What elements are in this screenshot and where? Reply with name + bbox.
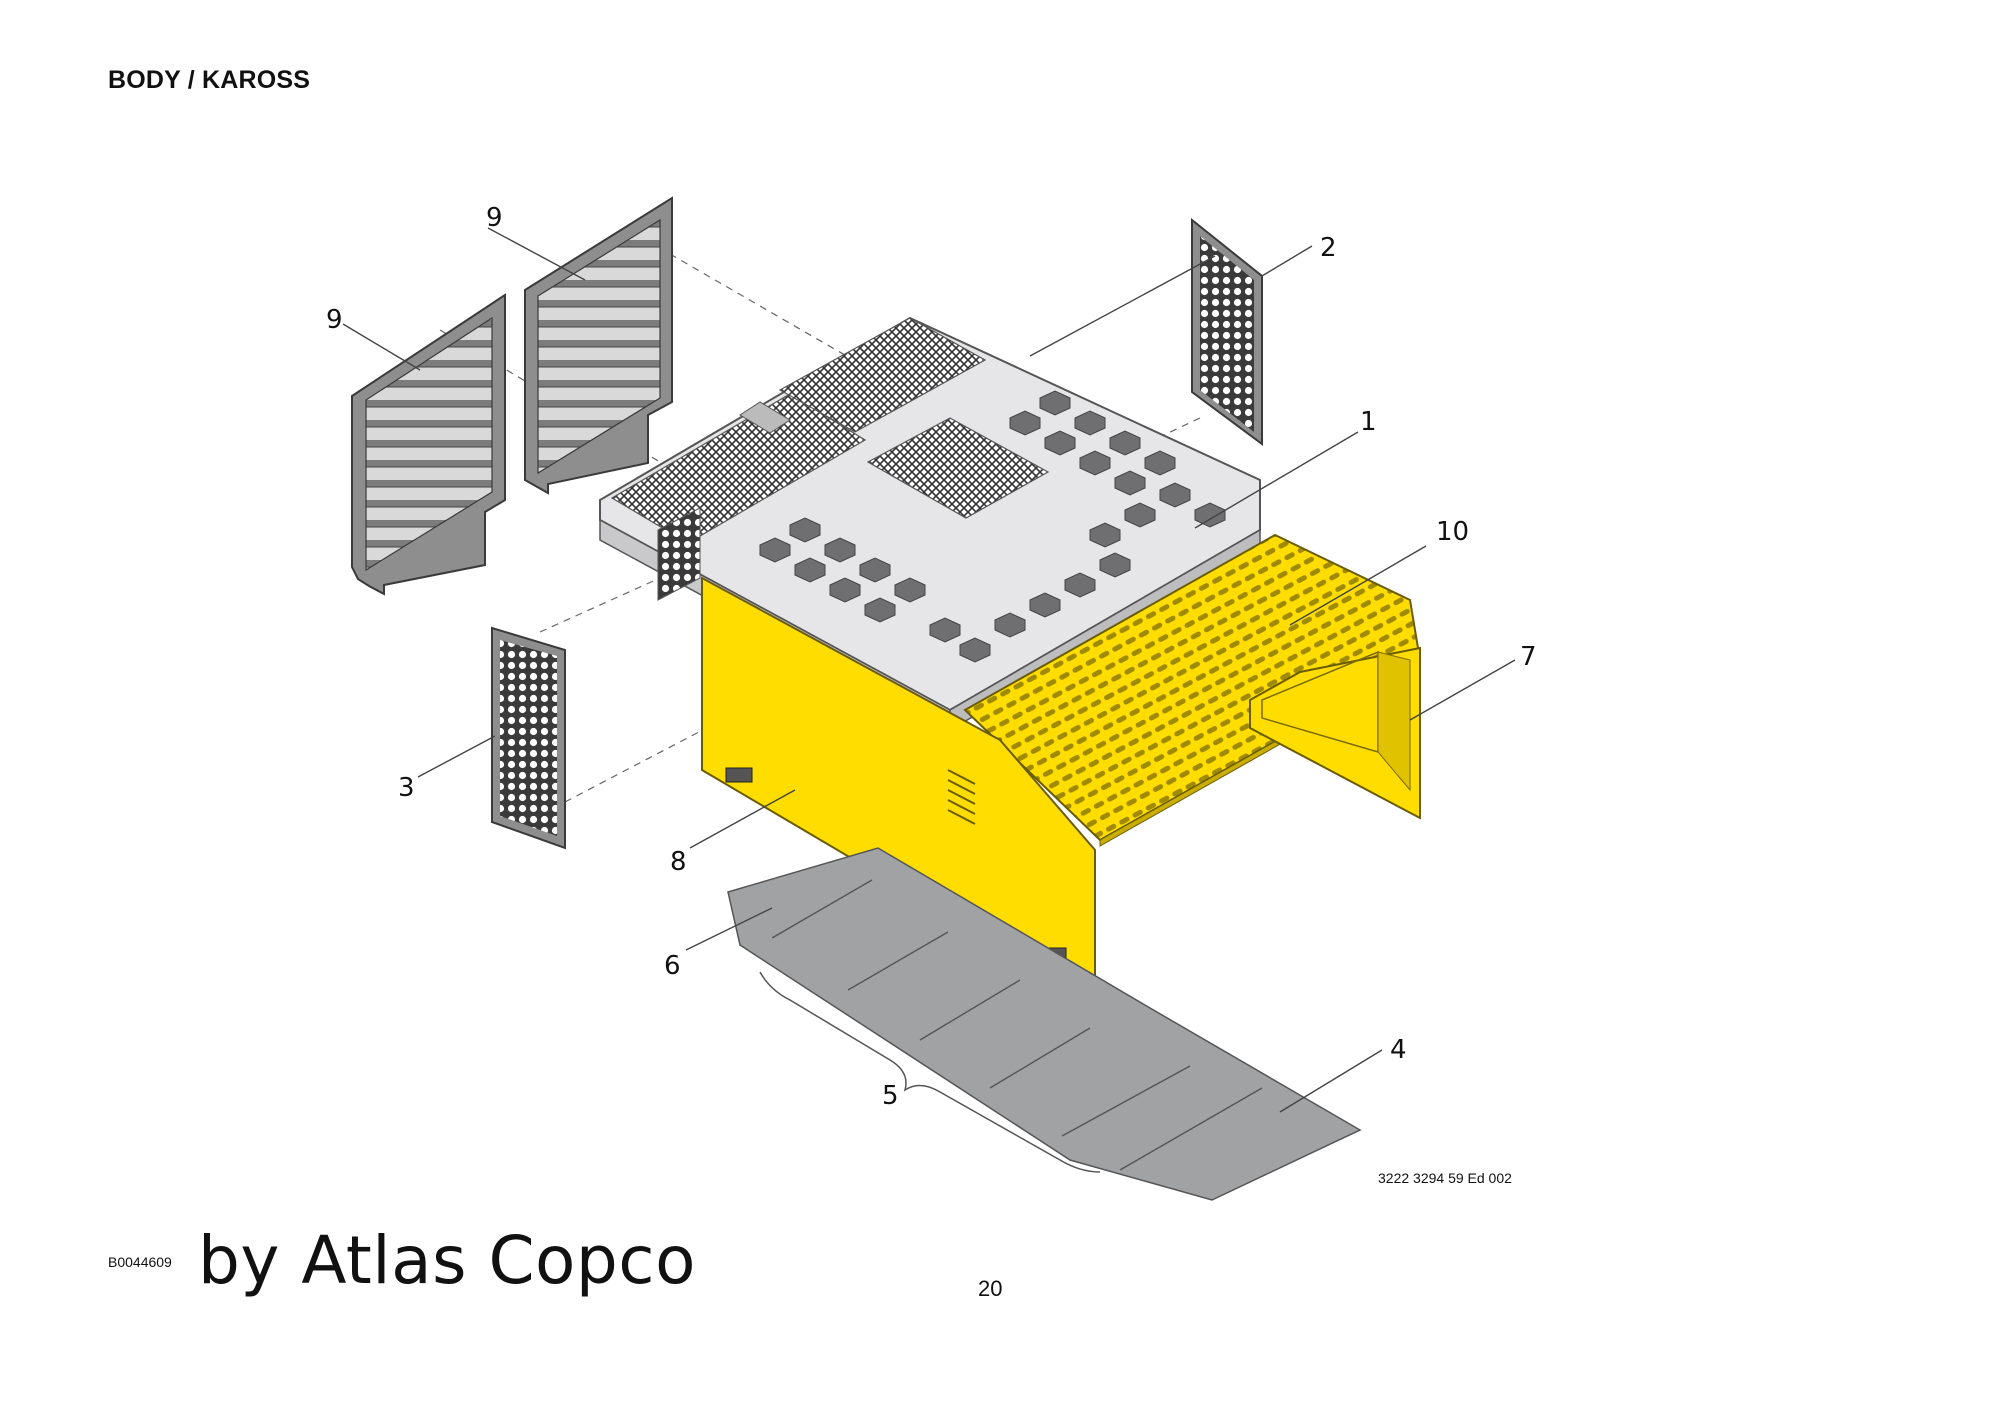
leader-lines — [342, 227, 1516, 1113]
figure-id: B0044609 — [108, 1254, 172, 1270]
mesh-grille-part-2 — [1191, 217, 1263, 446]
callout-part-6: 6 — [664, 951, 681, 981]
callout-part-5: 5 — [882, 1081, 899, 1111]
document-reference: 3222 3294 59 Ed 002 — [1378, 1170, 1512, 1186]
group-brace-part-5 — [759, 971, 1101, 1173]
callout-part-10: 10 — [1436, 517, 1469, 547]
callout-part-3: 3 — [398, 773, 415, 803]
callout-part-9a: 9 — [486, 203, 503, 233]
page-number: 20 — [978, 1276, 1003, 1301]
callout-labels: 9 9 2 1 10 7 3 8 6 5 4 — [326, 203, 1537, 1111]
page-title: BODY / KAROSS — [108, 66, 311, 94]
callout-part-9b: 9 — [326, 305, 343, 335]
louver-grille-right-part-9 — [524, 196, 673, 495]
louver-grille-left-part-9 — [351, 293, 506, 596]
floor-plates-parts-4-5-6 — [727, 847, 1362, 1201]
callout-part-2: 2 — [1320, 233, 1337, 263]
callout-part-8: 8 — [670, 847, 687, 877]
publisher-credit: by Atlas Copco — [198, 1222, 696, 1299]
mesh-grille-part-3 — [491, 626, 566, 850]
callout-part-1: 1 — [1360, 407, 1377, 437]
callout-part-4: 4 — [1390, 1035, 1407, 1065]
callout-part-7: 7 — [1520, 642, 1537, 672]
rear-panel-part-7 — [1249, 646, 1421, 820]
